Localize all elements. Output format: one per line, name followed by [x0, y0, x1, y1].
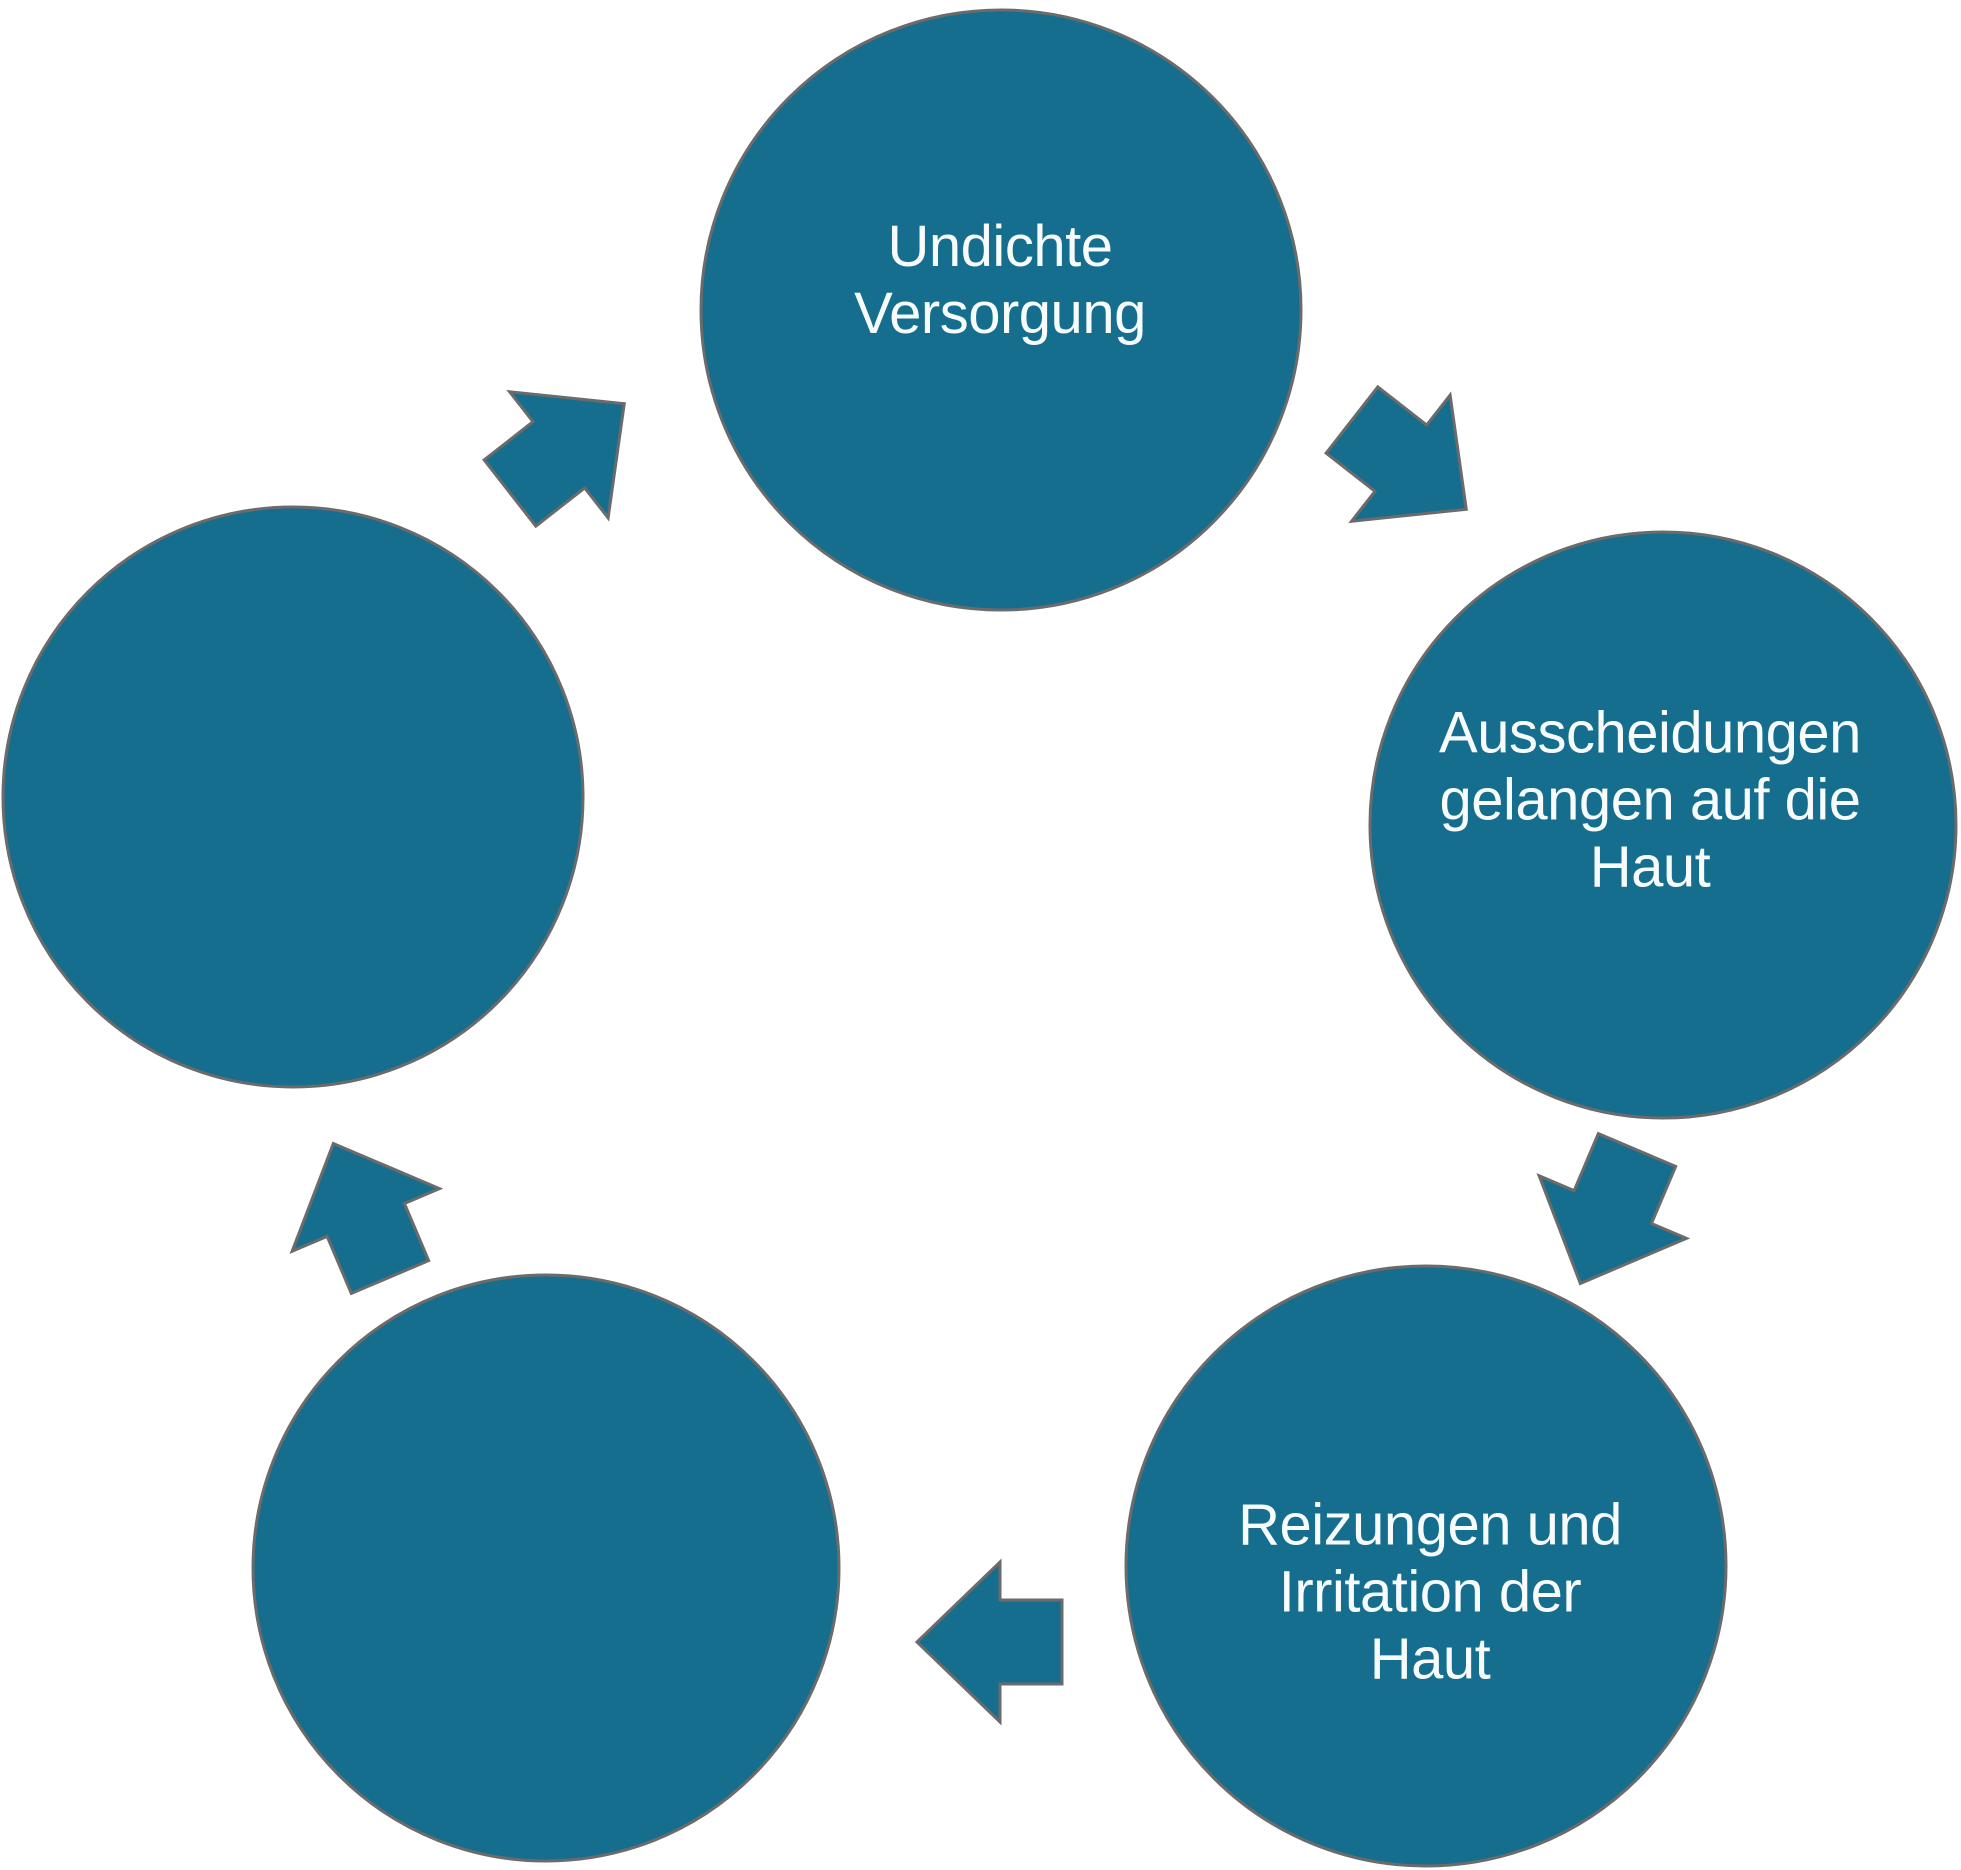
- cycle-arrow-right-to-bottom-right: [1536, 1131, 1691, 1286]
- cycle-node-bottom-left-empty: [251, 1273, 841, 1863]
- node-label-undichte-versorgung: Undichte Versorgung: [854, 213, 1146, 347]
- label-line: Irritation der: [1278, 1559, 1582, 1625]
- cycle-node-left-empty: [1, 505, 585, 1089]
- label-line: gelangen auf die: [1439, 767, 1861, 833]
- label-line: Ausscheidungen: [1439, 700, 1861, 766]
- cycle-arrow-bottom-right-to-bottom-left: [914, 1558, 1064, 1726]
- label-line: Reizungen und: [1238, 1492, 1622, 1558]
- cycle-arrow-top-to-right: [1324, 384, 1468, 524]
- cycle-node-reizungen: [1124, 1264, 1728, 1868]
- cycle-arrow-left-to-top: [482, 389, 626, 529]
- label-line: Haut: [1589, 834, 1711, 900]
- node-label-reizungen: Reizungen und Irritation der Haut: [1238, 1492, 1622, 1693]
- cycle-arrow-bottom-left-to-left: [289, 1141, 444, 1296]
- label-line: Haut: [1369, 1626, 1491, 1692]
- cycle-node-ausscheidungen: [1368, 530, 1958, 1120]
- label-line: Undichte: [887, 214, 1113, 279]
- cycle-node-undichte-versorgung: [699, 8, 1303, 612]
- label-line: Versorgung: [854, 281, 1146, 346]
- node-label-ausscheidungen: Ausscheidungen gelangen auf die Haut: [1439, 700, 1861, 901]
